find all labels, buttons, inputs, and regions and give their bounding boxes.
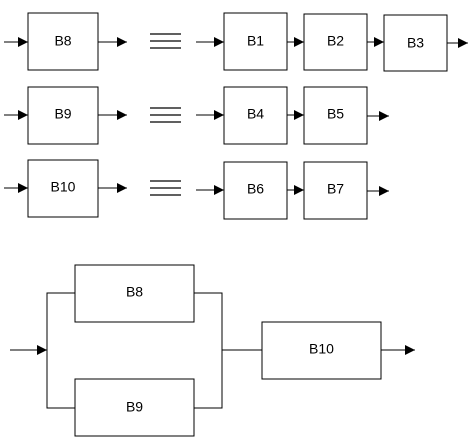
reduced-network: B8 B9 B10 bbox=[10, 264, 415, 437]
series-block-b10: B10 bbox=[261, 321, 382, 380]
block-label: B8 bbox=[54, 33, 71, 49]
block-b2: B2 bbox=[303, 13, 368, 71]
block-label: B1 bbox=[247, 33, 264, 49]
equivalence-row-b10: B10 B6 B7 bbox=[4, 159, 389, 220]
equivalence-symbol bbox=[150, 107, 181, 123]
parallel-block-b8: B8 bbox=[74, 264, 195, 323]
equivalence-symbol bbox=[150, 180, 181, 196]
block-label: B9 bbox=[54, 106, 71, 122]
block-label: B5 bbox=[327, 106, 344, 122]
block-label: B8 bbox=[126, 284, 143, 300]
block-label: B7 bbox=[327, 181, 344, 197]
block-b6: B6 bbox=[223, 161, 288, 220]
block-label: B2 bbox=[327, 33, 344, 49]
block-label: B6 bbox=[247, 181, 264, 197]
block-b5: B5 bbox=[303, 86, 368, 145]
block-b8: B8 bbox=[27, 12, 99, 71]
block-b4: B4 bbox=[223, 86, 288, 145]
equivalence-row-b8: B8 B1 B2 B3 bbox=[4, 12, 468, 72]
block-label: B3 bbox=[407, 35, 424, 51]
block-b9: B9 bbox=[27, 86, 99, 145]
equivalence-symbol bbox=[150, 33, 181, 49]
block-b1: B1 bbox=[223, 12, 288, 71]
block-label: B4 bbox=[247, 106, 264, 122]
block-label: B10 bbox=[51, 179, 76, 195]
parallel-block-b9: B9 bbox=[74, 378, 195, 437]
left-bus bbox=[46, 292, 75, 409]
block-label: B10 bbox=[309, 341, 334, 357]
block-label: B9 bbox=[126, 399, 143, 415]
block-b10: B10 bbox=[27, 159, 99, 218]
equivalence-row-b9: B9 B4 B5 bbox=[4, 86, 389, 145]
block-b7: B7 bbox=[303, 161, 368, 220]
right-bus bbox=[194, 292, 223, 409]
block-b3: B3 bbox=[383, 14, 448, 72]
